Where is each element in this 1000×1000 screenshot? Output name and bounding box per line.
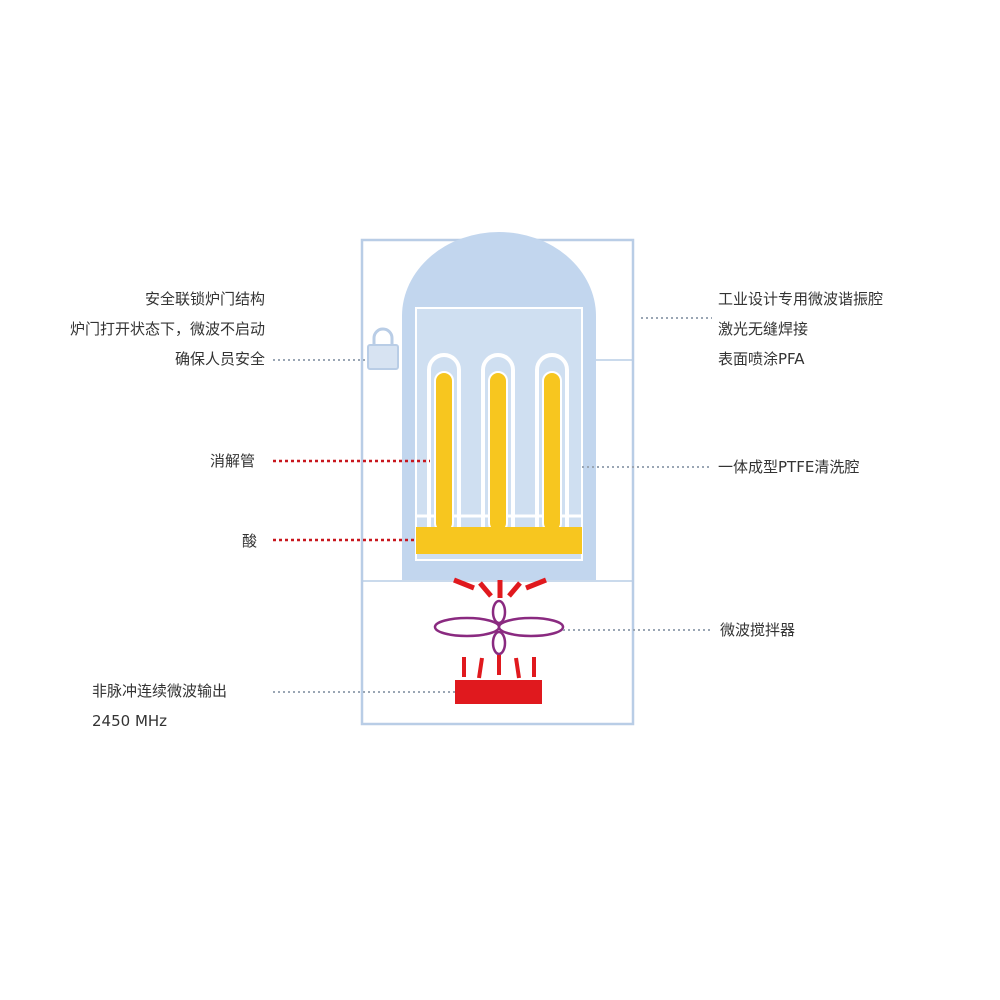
digestion-tube-label: 消解管 <box>209 452 255 470</box>
stirrer-label: 微波搅拌器 <box>720 621 796 639</box>
magnetron-icon <box>455 680 542 704</box>
interlock-line-2: 炉门打开状态下，微波不启动 <box>69 320 265 338</box>
cleaning-chamber-label: 一体成型PTFE清洗腔 <box>718 458 860 476</box>
propeller-icon <box>433 599 565 656</box>
interlock-line-3: 确保人员安全 <box>174 350 265 368</box>
microwave-output-line-1: 非脉冲连续微波输出 <box>92 682 228 700</box>
interlock-line-1: 安全联锁炉门结构 <box>144 290 265 308</box>
acid-label: 酸 <box>241 532 257 550</box>
padlock-icon <box>367 327 399 370</box>
microwave-output-line-2: 2450 MHz <box>92 712 168 730</box>
cavity-line-1: 工业设计专用微波谐振腔 <box>718 290 884 308</box>
acid-pool <box>416 527 582 554</box>
microwave-rays-upper <box>453 577 547 598</box>
interlock-label: 安全联锁炉门结构 炉门打开状态下，微波不启动 确保人员安全 <box>70 284 265 374</box>
cavity-label: 工业设计专用微波谐振腔 激光无缝焊接 表面喷涂PFA <box>718 284 883 374</box>
microwave-output-label: 非脉冲连续微波输出 2450 MHz <box>92 676 227 736</box>
cavity-line-3: 表面喷涂PFA <box>718 350 805 368</box>
microwave-rays-lower <box>462 655 536 679</box>
cavity-line-2: 激光无缝焊接 <box>718 320 809 338</box>
